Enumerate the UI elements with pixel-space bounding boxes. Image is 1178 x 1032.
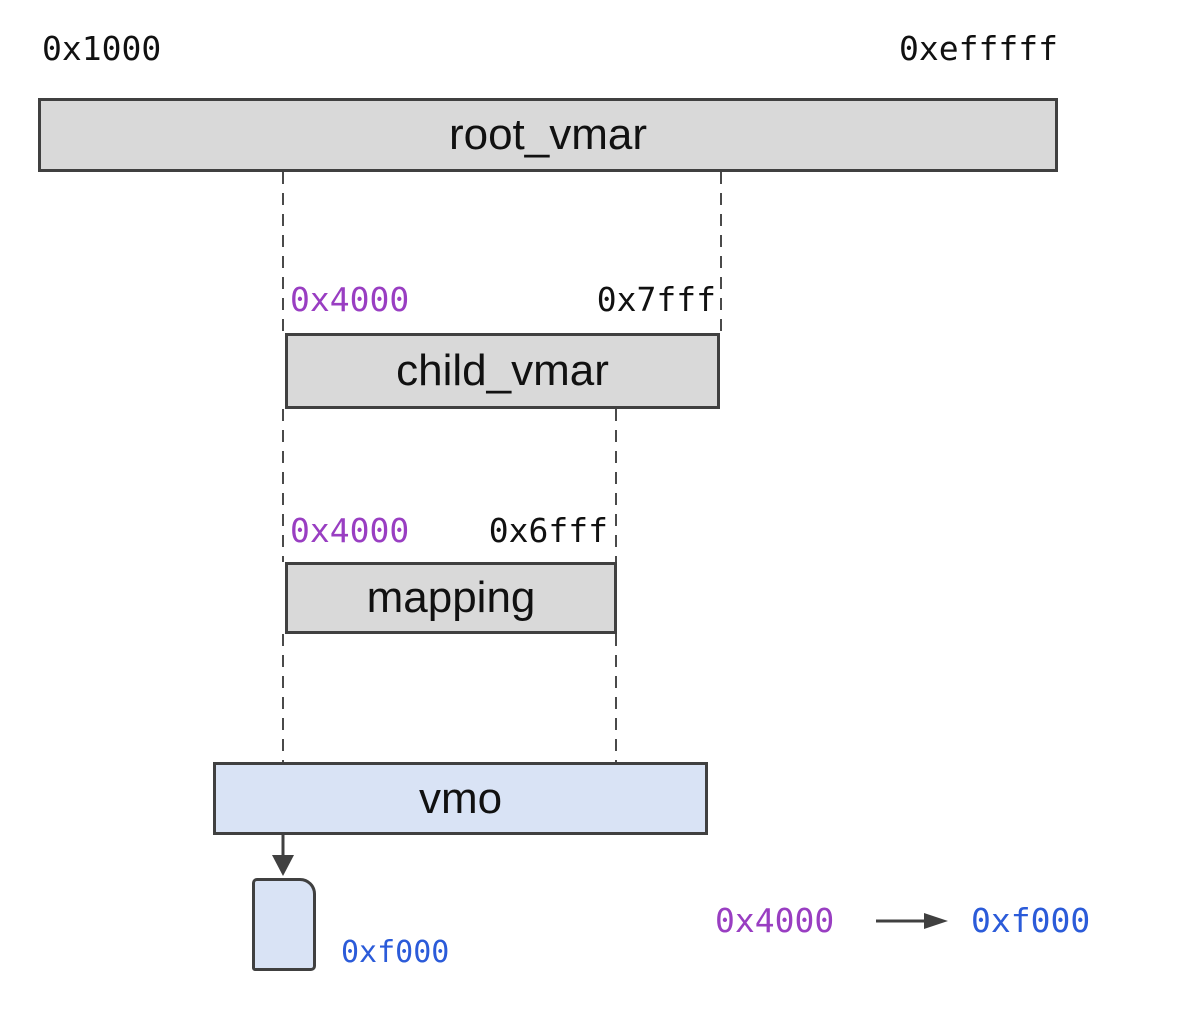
dashed-connector-mapping-vmo-left	[282, 634, 284, 762]
mapping-end-address: 0x6fff	[488, 511, 608, 550]
child-vmar-label: child_vmar	[396, 346, 609, 395]
child-vmar-box: child_vmar	[285, 333, 720, 409]
down-arrow-icon	[272, 835, 294, 876]
dashed-connector-child-mapping-right	[615, 409, 617, 562]
child-vmar-end-address: 0x7fff	[596, 280, 716, 319]
dashed-connector-child-mapping-left	[282, 409, 284, 562]
dashed-connector-root-child-left	[282, 172, 284, 333]
translation-to-address: 0xf000	[971, 901, 1091, 940]
page-physical-address: 0xf000	[341, 935, 450, 970]
physical-page-shape	[252, 878, 316, 971]
dashed-connector-mapping-vmo-right	[615, 634, 617, 762]
mapping-start-address: 0x4000	[290, 511, 410, 550]
child-vmar-start-address: 0x4000	[290, 280, 410, 319]
mapping-label: mapping	[366, 573, 536, 622]
vmo-box: vmo	[213, 762, 708, 835]
translation-from-address: 0x4000	[715, 901, 835, 940]
right-arrow-icon	[876, 913, 948, 929]
root-vmar-box: root_vmar	[38, 98, 1058, 172]
root-vmar-end-address: 0xefffff	[899, 29, 1058, 68]
mapping-box: mapping	[285, 562, 617, 634]
dashed-connector-root-child-right	[720, 172, 722, 333]
vmo-label: vmo	[418, 773, 503, 823]
root-vmar-label: root_vmar	[448, 110, 648, 159]
root-vmar-start-address: 0x1000	[42, 29, 162, 68]
